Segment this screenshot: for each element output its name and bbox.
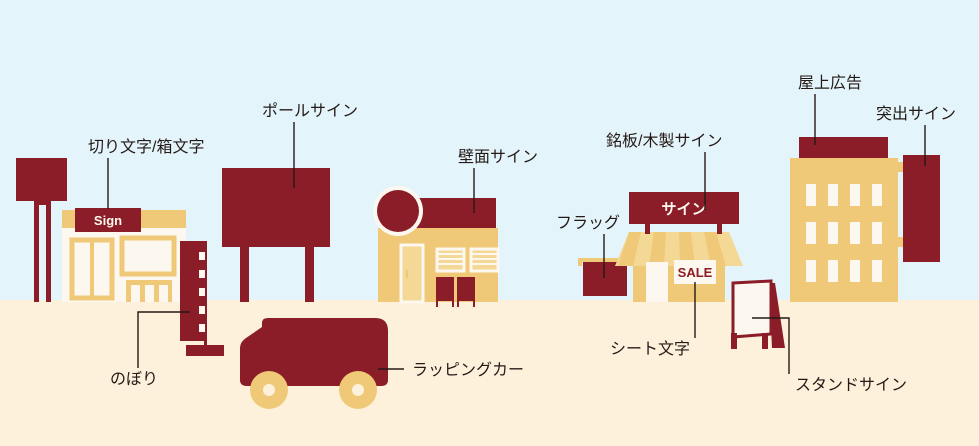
wrapping-car	[240, 318, 388, 409]
left-pole-sign	[16, 158, 67, 302]
center-pole-sign-post-left	[240, 246, 249, 302]
meiban-sign-text: サイン	[661, 201, 706, 218]
meiban-support-right	[717, 223, 722, 234]
awning-shop-window	[674, 260, 716, 284]
wall-sign-shop-door	[399, 243, 425, 304]
storefront-lower-slot-1	[131, 285, 140, 302]
label-okujou: 屋上広告	[798, 74, 862, 92]
left-pole-sign-post-a	[34, 200, 39, 302]
nobori-tie-1	[199, 252, 205, 260]
nobori-banner	[180, 241, 224, 356]
label-hekimen: 壁面サイン	[458, 147, 538, 166]
label-sheetmoji: シート文字	[610, 340, 690, 358]
projecting-sign-panel	[903, 155, 940, 262]
ground-background	[0, 300, 979, 446]
center-pole-sign-panel	[222, 168, 330, 247]
labels: 切り文字/箱文字 ポールサイン のぼり ラッピングカー 壁面サイン フラッグ 銘…	[88, 74, 956, 394]
nobori-top-arm	[180, 241, 207, 245]
leader-lines	[107, 94, 926, 374]
nobori-tie-2	[199, 270, 205, 278]
label-standsign: スタンドサイン	[795, 376, 907, 394]
wall-sign-shop-bench-leg-3	[457, 300, 459, 307]
wrapping-car-wheel-front-hub	[263, 384, 275, 396]
center-pole-sign	[222, 168, 330, 302]
stand-sign-back-leg	[769, 283, 785, 348]
center-pole-sign-post-right	[305, 246, 314, 302]
leader-nobori	[137, 311, 190, 368]
stand-sign-panel	[731, 279, 773, 339]
storefront-with-cut-letters: Sign	[62, 208, 186, 302]
label-flag: フラッグ	[556, 214, 620, 232]
building-windows	[806, 184, 882, 282]
storefront-lower-slot-2	[145, 285, 154, 302]
flag-sign-cloth	[583, 262, 627, 296]
nobori-tie-4	[199, 306, 205, 314]
wall-sign-shop-door-handle	[406, 270, 408, 278]
stand-sign-front-leg-right	[762, 333, 768, 349]
flag-sign	[578, 258, 634, 296]
label-meiban: 銘板/木製サイン	[606, 132, 722, 150]
storefront-sign-text: Sign	[94, 213, 122, 228]
label-polesign: ポールサイン	[262, 102, 358, 120]
label-wrapcar: ラッピングカー	[412, 361, 524, 379]
wall-sign-board	[414, 198, 496, 228]
awning-shop: サイン SALE	[615, 192, 743, 302]
left-pole-sign-post-b	[46, 200, 51, 302]
projecting-sign-bracket-bottom	[895, 237, 907, 247]
wrapping-car-wheel-rear-hub	[352, 384, 364, 396]
nobori-tie-5	[199, 324, 205, 332]
rooftop-advertisement	[799, 137, 888, 161]
wall-sign-shop-bench-left	[436, 277, 454, 301]
nobori-base	[186, 345, 224, 356]
label-kirimoji: 切り文字/箱文字	[88, 138, 204, 156]
leader-standsign	[752, 317, 790, 374]
stand-sign-front-leg-left	[731, 333, 737, 349]
wall-sign-shop-bench-leg-4	[473, 300, 475, 307]
flag-sign-arm	[578, 258, 634, 262]
left-pole-sign-crossbar	[34, 200, 51, 205]
wall-sign-shop-logo-circle	[377, 190, 419, 232]
awning-stripes	[618, 232, 726, 266]
wall-sign-shop-window-right	[469, 247, 500, 273]
multistory-building	[790, 137, 940, 302]
storefront-signboard	[75, 208, 141, 232]
sale-sign-text: SALE	[678, 265, 713, 280]
meiban-signboard	[629, 192, 739, 224]
left-pole-sign-panel	[16, 158, 67, 201]
wrapping-car-body	[240, 318, 388, 386]
a-frame-stand-sign	[731, 279, 785, 349]
nobori-pole	[204, 241, 207, 353]
awning-shop-door	[646, 262, 668, 302]
flag-sign-arm-tip-left	[578, 258, 582, 266]
wall-sign-shop-bench-right	[457, 277, 475, 301]
storefront-lower-slot-3	[159, 285, 168, 302]
projecting-sign-bracket-top	[895, 162, 907, 172]
nobori-tie-3	[199, 288, 205, 296]
label-nobori: のぼり	[110, 370, 158, 388]
wall-sign-shop-bench-leg-2	[452, 300, 454, 307]
meiban-support-left	[645, 223, 650, 234]
wall-sign-shop-bench-leg-1	[436, 300, 438, 307]
storefront-window-right-frame	[119, 235, 177, 277]
wall-sign-shop	[373, 186, 500, 307]
storefront-window-mullion	[90, 240, 94, 298]
label-tosshutsu: 突出サイン	[876, 105, 956, 123]
wall-sign-shop-window-left	[435, 247, 466, 273]
